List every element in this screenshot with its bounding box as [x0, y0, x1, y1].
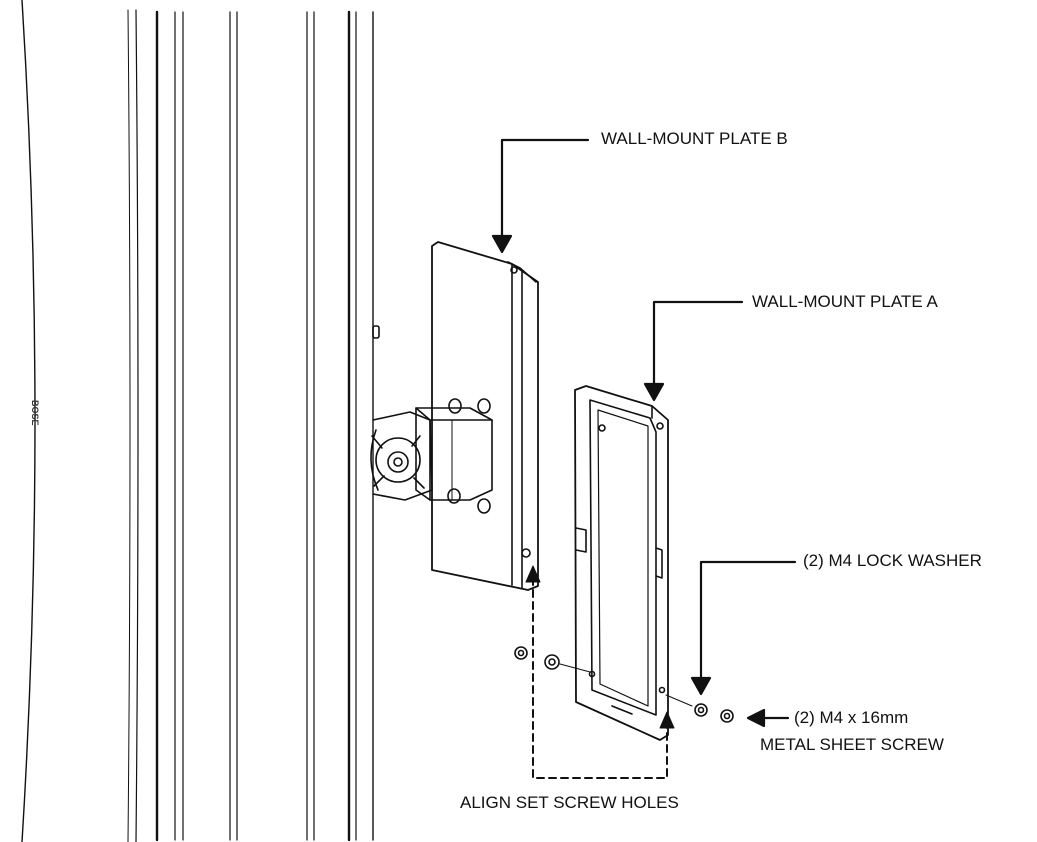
label-screw-type: METAL SHEET SCREW: [760, 735, 944, 754]
label-lock-washer: (2) M4 LOCK WASHER: [803, 551, 982, 570]
speaker-outer-edge: [21, 0, 36, 842]
label-screw-size: (2) M4 x 16mm: [794, 708, 909, 727]
speaker-bolt: [372, 325, 380, 339]
callout-screw: [746, 708, 790, 728]
wall-mount-plate-b: [431, 241, 539, 591]
wall-mount-plate-a: [574, 385, 669, 741]
swivel-bracket: [370, 398, 493, 514]
right-washer-screw: [665, 694, 734, 723]
callout-plate-b: [491, 138, 590, 254]
label-wall-mount-plate-a: WALL-MOUNT PLATE A: [752, 292, 938, 311]
left-washer-screw: [514, 646, 591, 673]
callout-lock-washer: [690, 560, 797, 696]
label-align-holes: ALIGN SET SCREW HOLES: [460, 793, 679, 812]
speaker-logo: BOSE: [30, 400, 40, 426]
align-holes-indicator: [525, 565, 675, 779]
label-wall-mount-plate-b: WALL-MOUNT PLATE B: [601, 129, 788, 148]
callout-plate-a: [643, 300, 744, 402]
speaker-side-lines: [127, 9, 374, 842]
